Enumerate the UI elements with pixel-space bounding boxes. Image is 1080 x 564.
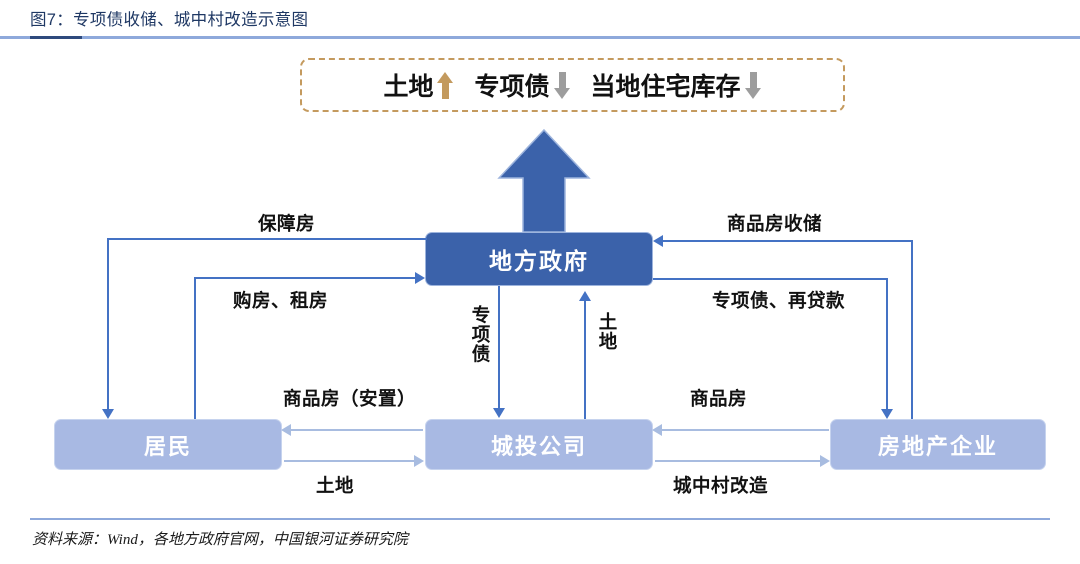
node-local-government-label: 地方政府 xyxy=(489,249,589,274)
edge-ctou-to-gov-arrowhead xyxy=(579,291,591,301)
edge-label-ctou-to-gov: 土地 xyxy=(596,312,616,351)
up-arrow-icon xyxy=(437,71,454,99)
footer-divider xyxy=(30,518,1050,520)
figure-title: 图7：专项债收储、城中村改造示意图 xyxy=(30,11,309,29)
node-real-estate-developer-label: 房地产企业 xyxy=(877,433,998,459)
edge-label-gov-to-developer: 专项债、再贷款 xyxy=(712,292,846,312)
edge-label-developer-to-ctou: 商品房 xyxy=(690,390,748,410)
outcome-callout-box: 土地 专项债 当地住宅库存 xyxy=(300,58,845,112)
edge-gov-to-developer-vertical xyxy=(886,278,888,412)
node-city-investment-company[interactable]: 城投公司 xyxy=(425,419,653,470)
down-arrow-icon xyxy=(553,71,571,99)
node-city-investment-company-label: 城投公司 xyxy=(490,433,587,459)
edge-residents-to-gov-horizontal xyxy=(194,277,417,279)
edge-ctou-to-developer-line xyxy=(655,460,823,462)
edge-gov-to-developer-horizontal xyxy=(653,278,888,280)
title-divider-accent xyxy=(30,36,82,39)
callout-label-special-bond: 专项债 xyxy=(474,74,550,101)
edge-residents-to-ctou-arrowhead xyxy=(414,455,424,467)
edge-ctou-to-gov-vertical xyxy=(584,300,586,419)
edge-residents-to-gov-arrowhead xyxy=(415,272,425,284)
source-note: 资料来源：Wind，各地方政府官网，中国银河证券研究院 xyxy=(32,532,408,548)
callout-item-local-housing-stock: 当地住宅库存 xyxy=(591,67,762,103)
down-arrow-icon xyxy=(744,71,762,99)
callout-item-special-bond: 专项债 xyxy=(474,67,570,103)
edge-developer-to-gov-horizontal xyxy=(663,240,913,242)
edge-developer-to-ctou-line xyxy=(661,429,829,431)
edge-gov-to-residents-horizontal xyxy=(107,238,427,240)
edge-residents-to-ctou-line xyxy=(284,460,417,462)
node-real-estate-developer[interactable]: 房地产企业 xyxy=(830,419,1046,470)
edge-label-developer-to-gov: 商品房收储 xyxy=(727,215,823,235)
edge-gov-to-ctou-arrowhead xyxy=(493,408,505,418)
edge-residents-to-gov-vertical xyxy=(194,277,196,419)
edge-gov-to-residents-vertical xyxy=(107,238,109,412)
edge-label-ctou-to-residents: 商品房（安置） xyxy=(283,390,417,410)
edge-label-gov-to-ctou: 专项债 xyxy=(469,305,489,364)
callout-item-land: 土地 xyxy=(383,67,454,103)
callout-label-local-housing-stock: 当地住宅库存 xyxy=(590,74,741,101)
edge-label-residents-to-gov: 购房、租房 xyxy=(233,292,329,312)
edge-label-residents-to-ctou: 土地 xyxy=(316,477,355,497)
node-residents[interactable]: 居民 xyxy=(54,419,282,470)
edge-gov-to-residents-arrowhead xyxy=(102,409,114,419)
node-residents-label: 居民 xyxy=(143,433,192,459)
edge-developer-to-gov-arrowhead xyxy=(653,235,663,247)
edge-ctou-to-developer-arrowhead xyxy=(820,455,830,467)
edge-developer-to-ctou-arrowhead xyxy=(652,424,662,436)
edge-label-gov-to-residents: 保障房 xyxy=(258,215,316,235)
edge-label-ctou-to-developer: 城中村改造 xyxy=(673,477,769,497)
callout-label-land: 土地 xyxy=(383,74,434,101)
edge-gov-to-developer-arrowhead xyxy=(881,409,893,419)
block-arrow-up-icon xyxy=(497,128,591,233)
edge-gov-to-ctou-vertical xyxy=(498,286,500,410)
edge-developer-to-gov-vertical xyxy=(911,240,913,419)
node-local-government[interactable]: 地方政府 xyxy=(425,232,653,286)
title-divider xyxy=(0,36,1080,39)
edge-ctou-to-residents-line xyxy=(290,429,423,431)
edge-ctou-to-residents-arrowhead xyxy=(281,424,291,436)
